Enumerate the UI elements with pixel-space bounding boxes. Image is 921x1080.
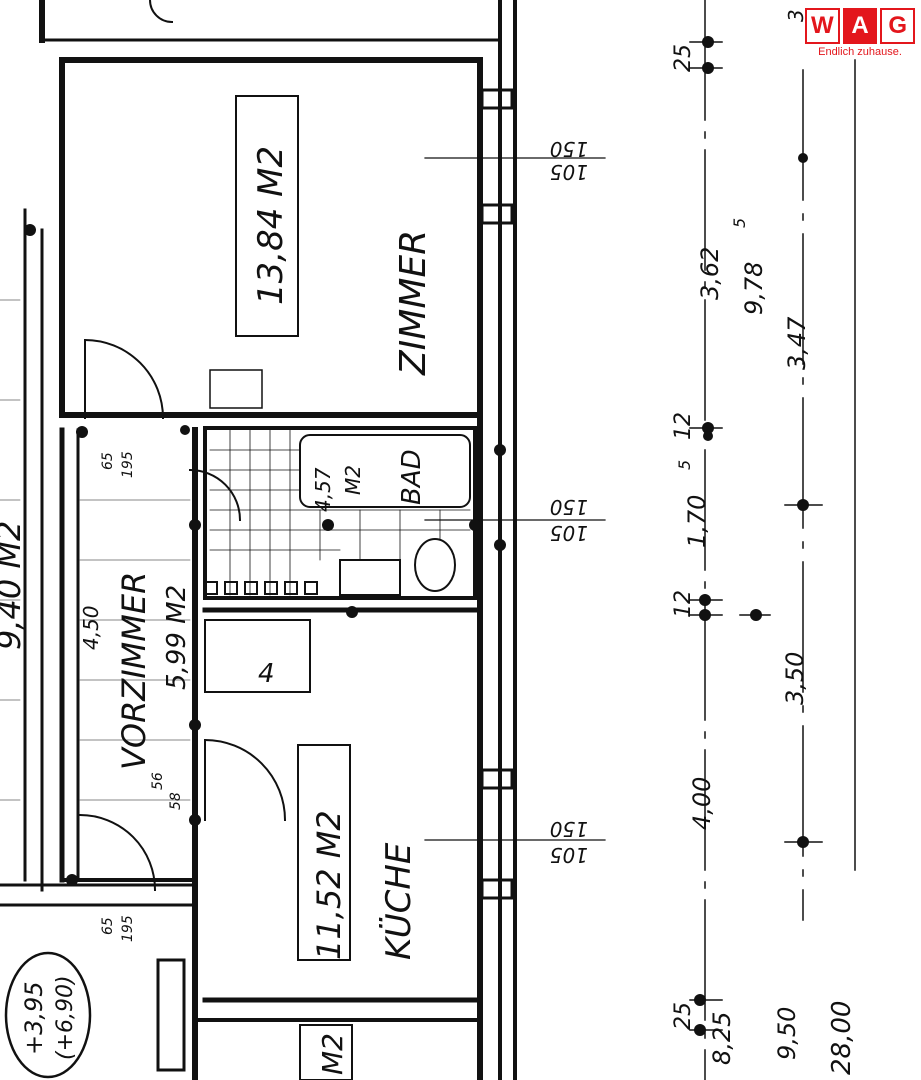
dim-25-bottom: 25 [671,1002,696,1030]
zimmer-area-label: 13,84 M2 [251,146,291,305]
kueche-area-label: 11,52 M2 [310,810,348,960]
window-low-height: 105 [550,843,588,867]
dim-950: 9,50 [773,1007,801,1060]
door-top-height: 195 [120,451,136,478]
dim-978: 9,78 [740,262,768,315]
bad-area-line1: 4,57 [311,467,335,512]
window-low-width: 150 [550,817,588,841]
dim-347: 3,47 [783,316,811,370]
wag-logo: W A G Endlich zuhause. [805,8,916,58]
logo-tagline: Endlich zuhause. [818,46,902,58]
dim-25-top: 25 [671,44,696,72]
bad-area-line2: M2 [341,465,365,495]
dim-2800: 28,00 [827,1001,857,1075]
logo-letter-w: W [805,8,840,44]
logo-letter-g: G [880,8,916,44]
dim-978-sup: 5 [730,218,749,228]
dim-12-a: 12 [671,412,696,440]
logo-letter-a: A [842,8,878,44]
vorzimmer-width-label: 4,50 [79,605,103,650]
bottom-room-area-label: M2 [316,1033,349,1075]
dim-350: 3,50 [781,652,809,705]
window-top-width: 150 [550,137,588,161]
dim-170-sup: 5 [675,460,694,470]
level-value: +3,95 [20,981,48,1055]
left-room-area-label: 9,40 M2 [0,521,28,650]
kitchen-box-label: 4 [258,659,275,689]
zimmer-name-label: ZIMMER [393,230,434,376]
small-dim-a: 56 [150,772,166,790]
dim-400: 4,00 [688,777,716,830]
window-mid-height: 105 [550,521,588,545]
dim-12-b: 12 [671,590,696,618]
door-bottom-width: 65 [100,917,116,935]
vorzimmer-name-label: VORZIMMER [115,572,153,770]
vorzimmer-area-label: 5,99 M2 [162,585,192,690]
window-top-height: 105 [550,160,588,184]
dim-362: 3,62 [696,247,724,300]
door-bottom-height: 195 [120,915,136,942]
dim-825: 8,25 [708,1012,736,1065]
dim-170: 1,70 [683,495,711,548]
door-top-width: 65 [100,452,116,470]
kueche-name-label: KÜCHE [378,842,419,960]
bad-name-label: BAD [397,449,427,505]
small-dim-b: 58 [168,792,184,810]
level-value-secondary: (+6,90) [53,975,78,1060]
window-mid-width: 150 [550,495,588,519]
logo-letters: W A G [805,8,916,44]
dim-3-top: 3 [784,9,808,22]
